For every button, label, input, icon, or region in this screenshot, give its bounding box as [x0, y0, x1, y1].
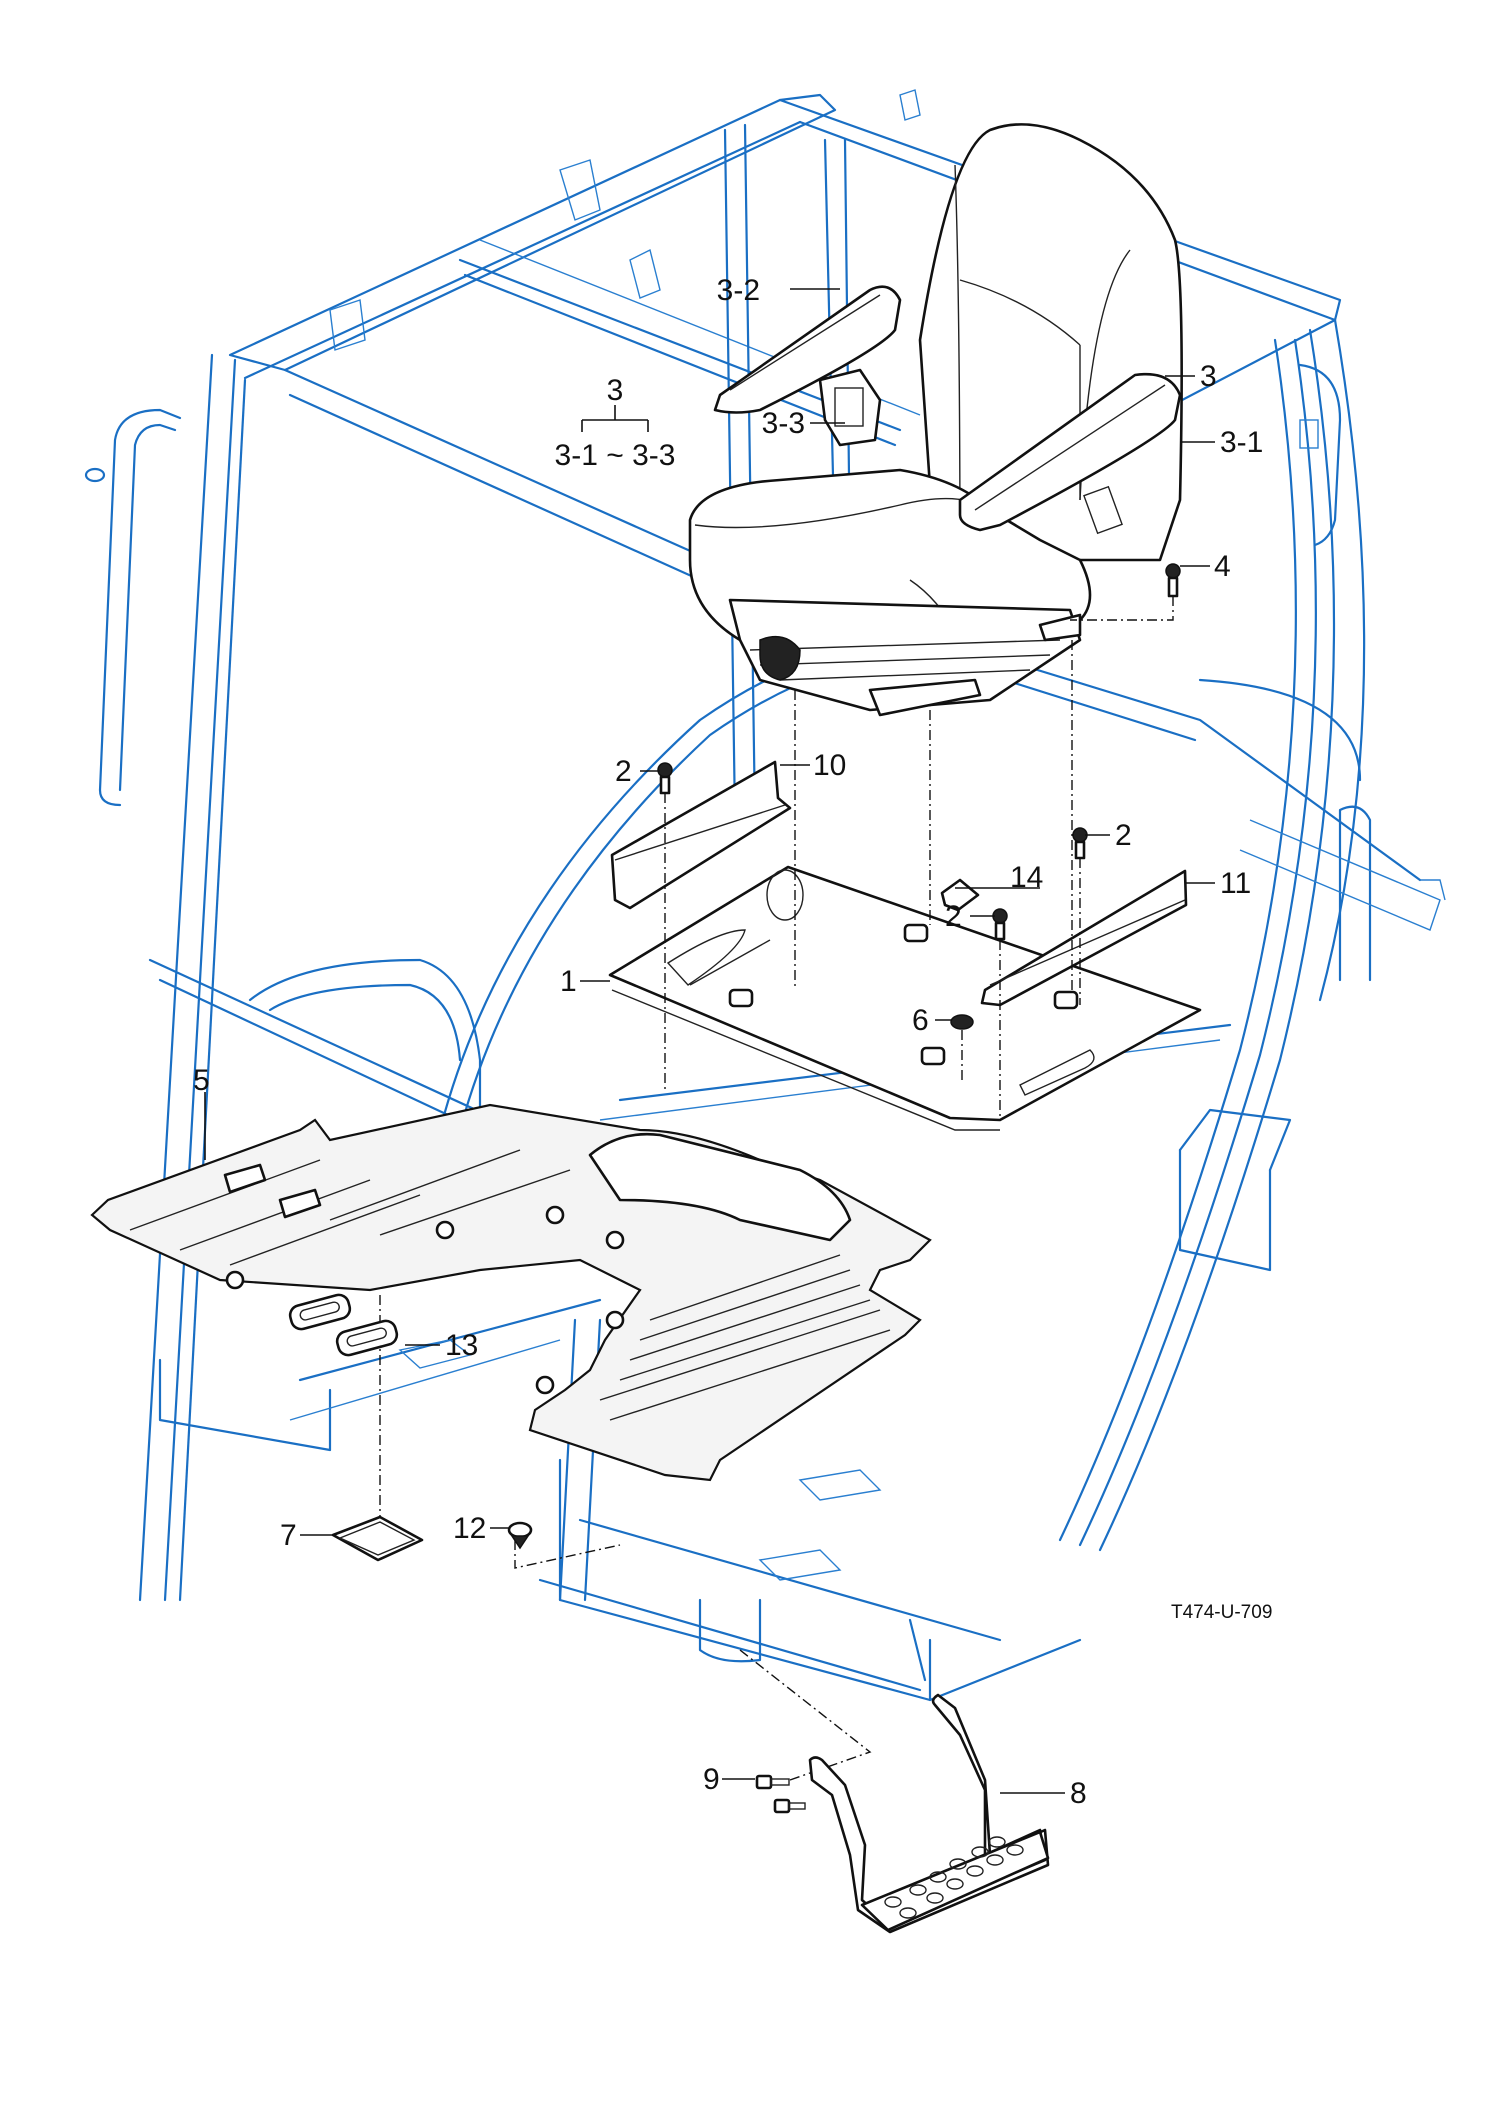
callout-2b[interactable]: 2 — [1115, 819, 1132, 852]
callout-labels: 3-2 3 3-3 3-1 4 2 10 2 14 11 2 1 6 5 13 … — [193, 274, 1272, 1810]
leader-lines — [204, 288, 1215, 1794]
step-holes — [884, 1836, 1024, 1919]
bolt-2a[interactable] — [657, 762, 673, 795]
callout-14[interactable]: 14 — [1010, 861, 1043, 894]
step-assembly[interactable] — [808, 1693, 1050, 1934]
access-cover[interactable] — [331, 1515, 424, 1562]
callout-3-1[interactable]: 3-1 — [1220, 426, 1263, 459]
callout-3[interactable]: 3 — [1200, 360, 1217, 393]
callout-6[interactable]: 6 — [912, 1004, 929, 1037]
callout-2c[interactable]: 2 — [945, 900, 962, 933]
assembly-note-parent: 3 — [607, 374, 624, 407]
callout-5[interactable]: 5 — [193, 1064, 210, 1097]
mat-grommet-pair[interactable] — [288, 1293, 399, 1358]
callout-7[interactable]: 7 — [280, 1519, 297, 1552]
seat-mount-plate[interactable] — [608, 865, 1202, 1131]
step-bolt[interactable] — [755, 1774, 806, 1814]
bolt-2b[interactable] — [1072, 827, 1088, 860]
adjustment-knob-icon — [759, 635, 801, 681]
floor-mat[interactable] — [90, 1103, 932, 1482]
seat-armrest-right — [958, 372, 1182, 532]
assembly-note-range: 3-1 ~ 3-3 — [555, 439, 676, 472]
callout-1[interactable]: 1 — [560, 965, 577, 998]
seat-belt-buckle — [818, 368, 882, 447]
callout-3-3[interactable]: 3-3 — [762, 407, 805, 440]
seat-assembly[interactable] — [688, 123, 1183, 717]
figure-code: T474-U-709 — [1171, 1602, 1272, 1623]
callout-3-2[interactable]: 3-2 — [717, 274, 760, 307]
bolt-4[interactable] — [1165, 563, 1181, 598]
callout-4[interactable]: 4 — [1214, 550, 1231, 583]
angle-bracket-right[interactable] — [980, 869, 1188, 1007]
push-clip[interactable] — [507, 1521, 533, 1550]
bolt-2c[interactable] — [992, 908, 1008, 941]
callout-9[interactable]: 9 — [703, 1763, 720, 1796]
callout-11[interactable]: 11 — [1220, 867, 1251, 900]
callout-12[interactable]: 12 — [453, 1512, 486, 1545]
grommet-6[interactable] — [950, 1014, 974, 1030]
callout-2a[interactable]: 2 — [615, 755, 632, 788]
seat-armrest-left — [713, 285, 902, 414]
angle-bracket-left[interactable] — [610, 760, 792, 910]
callout-10[interactable]: 10 — [813, 749, 846, 782]
callout-8[interactable]: 8 — [1070, 1777, 1087, 1810]
callout-13[interactable]: 13 — [445, 1329, 478, 1362]
